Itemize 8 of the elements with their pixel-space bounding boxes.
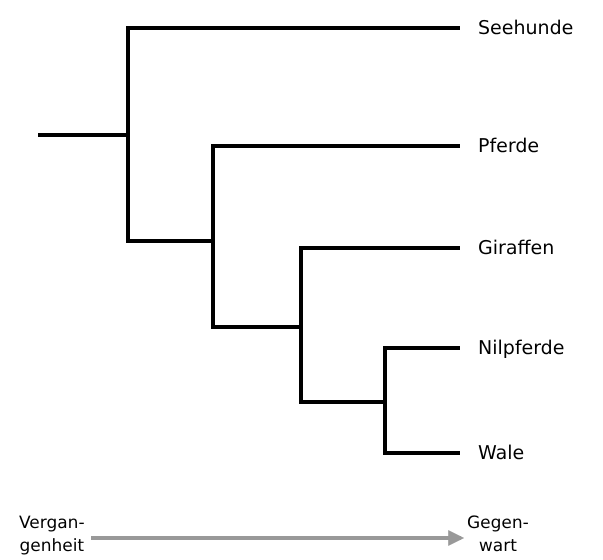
time-arrow <box>91 530 464 546</box>
time-label: Gegen- wart <box>467 512 529 558</box>
taxon-label: Seehunde <box>478 17 574 39</box>
time-label: Vergan- genheit <box>19 512 85 558</box>
taxon-label: Giraffen <box>478 237 554 259</box>
taxon-label: Nilpferde <box>478 337 564 359</box>
taxon-label: Wale <box>478 442 524 464</box>
taxon-label: Pferde <box>478 135 540 157</box>
